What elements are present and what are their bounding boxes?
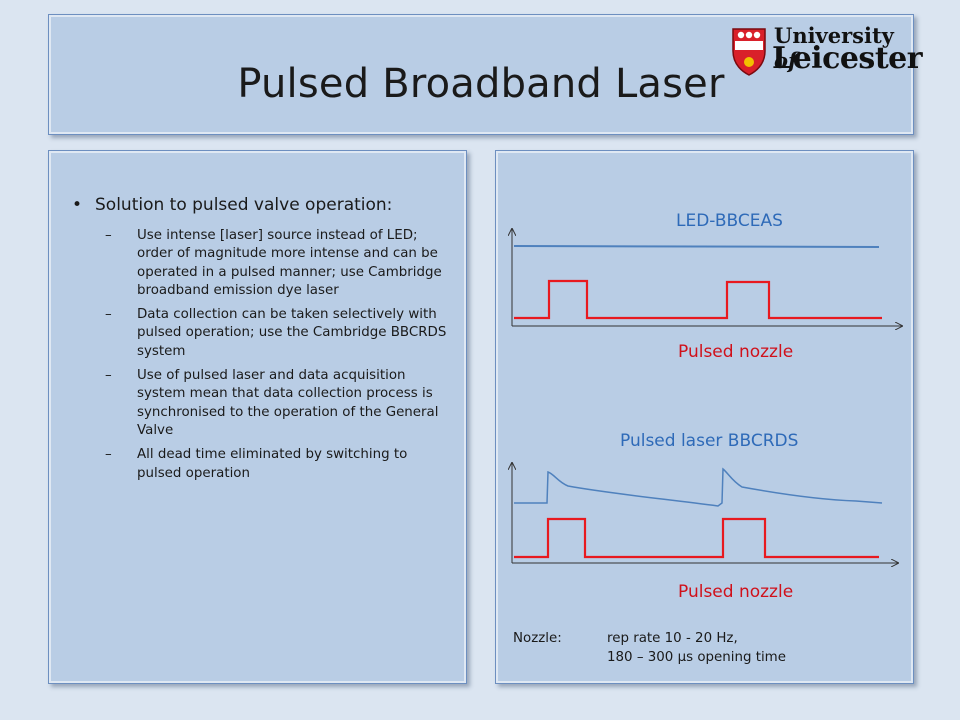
pulsed-nozzle-label-bottom: Pulsed nozzle (678, 582, 794, 602)
led-signal-line (513, 245, 880, 248)
sub-bullet-text: Use intense [laser] source instead of LE… (137, 228, 442, 298)
sub-bullet: – Use of pulsed laser and data acquisiti… (61, 367, 461, 440)
nozzle-key: Nozzle: (513, 631, 562, 646)
sub-bullet: – All dead time eliminated by switching … (61, 446, 461, 483)
dash-icon: – (105, 368, 112, 384)
nozzle-opening-time: 180 – 300 µs opening time (607, 650, 786, 665)
logo-line-2: Leicester (772, 41, 923, 76)
bottom-pulse-train (514, 517, 879, 559)
ringdown-signal (514, 467, 883, 507)
top-pulse-train (514, 279, 882, 320)
sub-bullet: – Use intense [laser] source instead of … (61, 227, 461, 300)
dash-icon: – (105, 447, 112, 463)
main-bullet: • Solution to pulsed valve operation: (61, 193, 461, 217)
main-bullet-text: Solution to pulsed valve operation: (95, 195, 393, 215)
pulsed-laser-label: Pulsed laser BBCRDS (620, 431, 799, 451)
crest-icon (732, 28, 766, 76)
timing-diagram (496, 151, 915, 685)
sub-bullet: – Data collection can be taken selective… (61, 306, 461, 361)
university-logo: University of Leicester (729, 23, 923, 83)
dash-icon: – (105, 307, 112, 323)
bullet-icon: • (72, 195, 83, 215)
text-panel: • Solution to pulsed valve operation: – … (48, 150, 467, 684)
pulsed-nozzle-label-top: Pulsed nozzle (678, 342, 794, 362)
title-panel: Pulsed Broadband Laser University of Lei… (48, 14, 923, 135)
sub-bullet-text: Data collection can be taken selectively… (137, 307, 447, 359)
sub-bullet-text: All dead time eliminated by switching to… (137, 447, 408, 481)
bullet-list: • Solution to pulsed valve operation: – … (61, 193, 461, 483)
logo-line-1: University of (774, 23, 894, 73)
led-bbceas-label: LED-BBCEAS (676, 211, 783, 231)
dash-icon: – (105, 228, 112, 243)
sub-bullet-text: Use of pulsed laser and data acquisition… (137, 368, 439, 438)
slide-title: Pulsed Broadband Laser (237, 61, 725, 107)
nozzle-rep-rate: rep rate 10 - 20 Hz, (607, 631, 738, 646)
diagram-panel: LED-BBCEAS Pulsed nozzle Pulsed laser BB… (495, 150, 914, 684)
